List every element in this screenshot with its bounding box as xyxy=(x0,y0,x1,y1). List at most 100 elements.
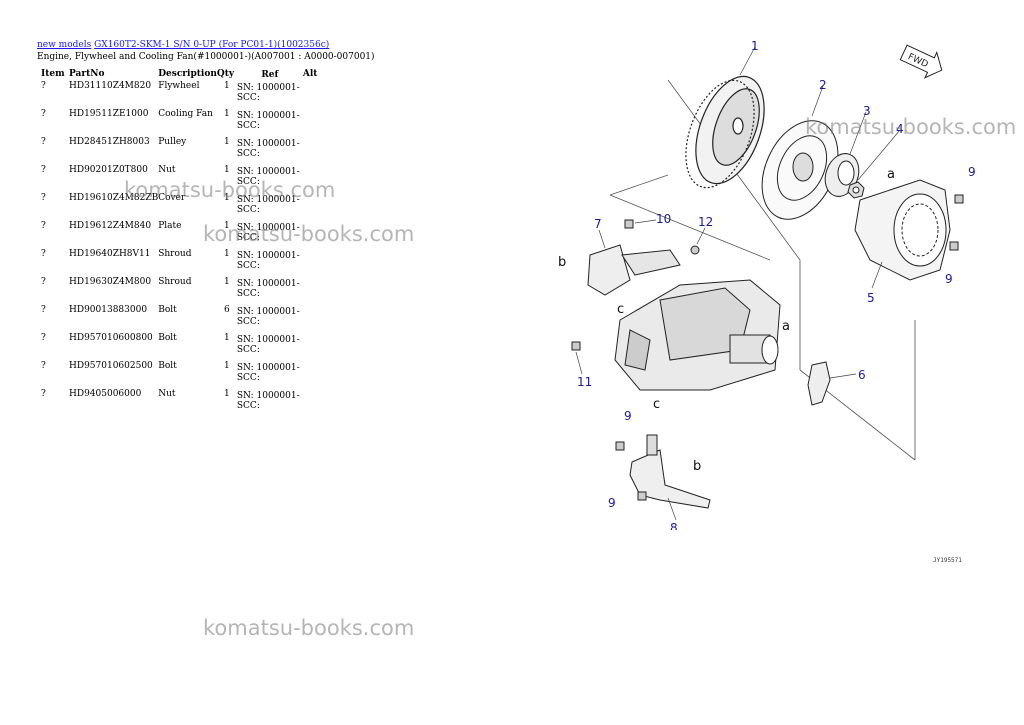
row-qty: 1 xyxy=(224,221,230,231)
parts-table: Item PartNo Description Qty Ref Alt ? HD3… xyxy=(38,66,333,417)
leader-lines xyxy=(575,46,901,521)
callout-9: 9 xyxy=(968,165,976,179)
row-item: ? xyxy=(41,109,46,119)
row-description: Bolt xyxy=(158,333,177,343)
row-qty: 1 xyxy=(224,361,230,371)
row-ref: SN: 1000001-SCC: xyxy=(236,167,300,187)
row-item: ? xyxy=(41,81,46,91)
row-ref: SN: 1000001-SCC: xyxy=(236,307,300,327)
row-ref: SN: 1000001-SCC: xyxy=(236,279,300,299)
breadcrumb-link-new-models[interactable]: new models xyxy=(37,40,92,50)
row-alt xyxy=(303,221,333,249)
callout-9: 9 xyxy=(608,496,616,510)
row-item: ? xyxy=(41,389,46,399)
row-item: ? xyxy=(41,305,46,315)
arrow-label-b: b xyxy=(558,255,566,270)
row-item: ? xyxy=(41,249,46,259)
parts-table-header: Item PartNo Description Qty Ref Alt xyxy=(38,66,333,81)
row-partno: HD90013883000 xyxy=(69,305,148,315)
row-partno: HD19612Z4M840 xyxy=(69,221,152,231)
row-ref: SN: 1000001-SCC: xyxy=(236,83,300,103)
row-ref: SN: 1000001-SCC: xyxy=(236,111,300,131)
breadcrumb-link-model[interactable]: GX160T2-SKM-1 S/N 0-UP (For PC01-1)(1002… xyxy=(94,40,330,50)
row-qty: 1 xyxy=(224,109,230,119)
table-row: ? HD19612Z4M840 Plate 1 SN: 1000001-SCC: xyxy=(38,221,333,249)
cooling-fan-part xyxy=(761,120,839,220)
callout-12: 12 xyxy=(698,215,713,229)
row-partno: HD19511ZE1000 xyxy=(69,109,149,119)
row-partno: HD19640ZH8V11 xyxy=(69,249,151,259)
plate-part xyxy=(629,434,711,509)
header-alt: Alt xyxy=(302,68,318,79)
row-description: Bolt xyxy=(158,361,177,371)
page-subtitle: Engine, Flywheel and Cooling Fan(#100000… xyxy=(37,52,375,62)
row-ref: SN: 1000001-SCC: xyxy=(236,363,300,383)
callout-5: 5 xyxy=(867,291,875,305)
breadcrumb: new models GX160T2-SKM-1 S/N 0-UP (For P… xyxy=(37,40,329,50)
callout-11: 11 xyxy=(577,375,592,389)
cover-part xyxy=(587,244,681,296)
row-alt xyxy=(303,165,333,193)
row-alt xyxy=(303,137,333,165)
callout-9: 9 xyxy=(945,272,953,286)
watermark-overlay: komatsu-books.com xyxy=(203,616,415,640)
row-qty: 1 xyxy=(224,137,230,147)
callout-8: 8 xyxy=(670,521,678,530)
row-item: ? xyxy=(41,221,46,231)
header-description: Description xyxy=(158,68,217,79)
row-item: ? xyxy=(41,165,46,175)
row-qty: 1 xyxy=(224,193,230,203)
callout-6: 6 xyxy=(858,368,866,382)
row-item: ? xyxy=(41,193,46,203)
arrow-label-c: c xyxy=(653,397,660,412)
row-partno: HD31110Z4M820 xyxy=(69,81,152,91)
row-ref: SN: 1000001-SCC: xyxy=(236,251,300,271)
row-alt xyxy=(303,361,333,389)
row-alt xyxy=(303,305,333,333)
row-description: Bolt xyxy=(158,305,177,315)
row-description: Cover xyxy=(158,193,186,203)
row-qty: 1 xyxy=(224,249,230,259)
callout-1: 1 xyxy=(751,39,759,53)
row-partno: HD28451ZH8003 xyxy=(69,137,150,147)
callout-4: 4 xyxy=(896,122,904,136)
row-alt xyxy=(303,249,333,277)
row-partno: HD957010600800 xyxy=(69,333,153,343)
row-partno: HD9405006000 xyxy=(69,389,142,399)
row-partno: HD19630Z4M800 xyxy=(69,277,152,287)
row-ref: SN: 1000001-SCC: xyxy=(236,139,300,159)
flywheel-part xyxy=(685,75,765,189)
row-ref: SN: 1000001-SCC: xyxy=(236,195,300,215)
bolt-parts xyxy=(571,194,964,501)
row-qty: 1 xyxy=(224,277,230,287)
row-description: Cooling Fan xyxy=(158,109,213,119)
row-description: Nut xyxy=(158,389,176,399)
shroud-part xyxy=(854,179,951,281)
exploded-parts-diagram: 1 2 3 4 5 6 7 8 9 9 9 9 10 11 12 a a b b… xyxy=(558,39,976,530)
callout-2: 2 xyxy=(819,78,827,92)
arrow-label-a: a xyxy=(887,167,895,182)
arrow-label-b: b xyxy=(693,459,701,474)
nut-part xyxy=(847,181,865,199)
row-qty: 1 xyxy=(224,165,230,175)
row-item: ? xyxy=(41,277,46,287)
arrow-label-a: a xyxy=(782,319,790,334)
row-ref: SN: 1000001-SCC: xyxy=(236,223,300,243)
header-item: Item xyxy=(41,68,65,79)
row-description: Flywheel xyxy=(158,81,200,91)
callout-9: 9 xyxy=(624,409,632,423)
row-qty: 1 xyxy=(224,389,230,399)
row-alt xyxy=(303,333,333,361)
row-alt xyxy=(303,277,333,305)
header-ref: Ref xyxy=(261,69,279,80)
table-row: ? HD19511ZE1000 Cooling Fan 1 SN: 1000001-SC… xyxy=(38,109,333,137)
row-description: Plate xyxy=(158,221,182,231)
row-partno: HD957010602500 xyxy=(69,361,153,371)
row-alt xyxy=(303,81,333,109)
